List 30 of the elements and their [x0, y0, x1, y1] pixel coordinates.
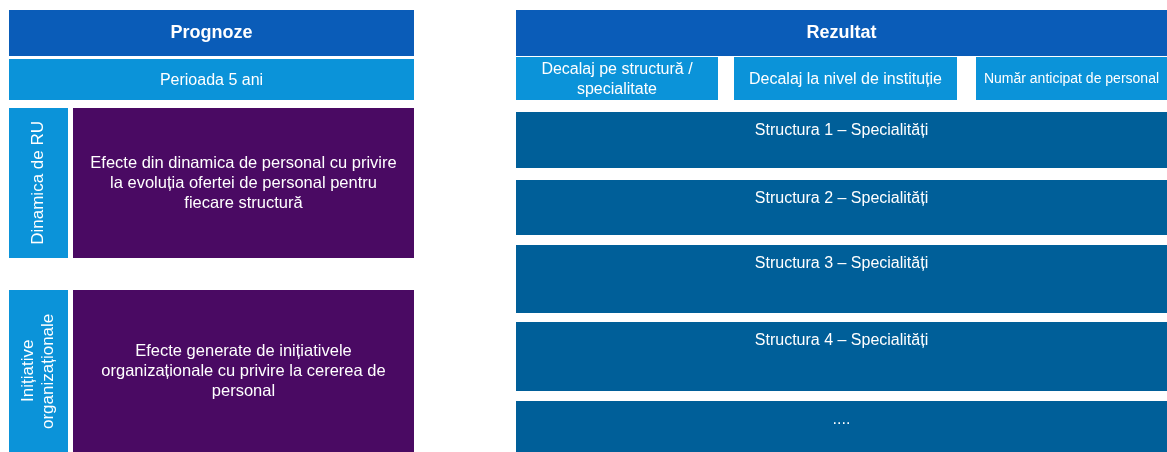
side-label-bar — [9, 290, 68, 452]
row-text: Structura 2 – Specialități — [753, 188, 930, 208]
row-bar — [516, 180, 1167, 235]
description-box — [73, 290, 414, 452]
column-header-text: Decalaj la nivel de instituție — [748, 68, 943, 89]
column-header — [516, 57, 718, 100]
row-bar — [516, 245, 1167, 313]
subheader-bar — [9, 59, 414, 100]
description-box — [73, 108, 414, 258]
side-label-text: Inițiative organizaționale — [18, 312, 59, 431]
column-header — [734, 57, 957, 100]
header-text: Prognoze — [169, 22, 254, 44]
description-text: Efecte generate de inițiativele organizaționale cu privire la cererea de personal — [100, 341, 387, 401]
row-text: Structura 4 – Specialități — [753, 330, 930, 350]
header-bar — [9, 10, 414, 56]
row-text: Structura 1 – Specialități — [753, 120, 930, 140]
row-text: Structura 3 – Specialități — [753, 253, 930, 273]
row-bar — [516, 322, 1167, 391]
row-text: .... — [831, 409, 852, 429]
column-header-text: Număr anticipat de personal — [982, 70, 1161, 87]
description-text: Efecte din dinamica de personal cu privire la evoluția ofertei de personal pentru fiecare structură — [89, 153, 398, 213]
subheader-text: Perioada 5 ani — [158, 69, 265, 90]
header-text: Rezultat — [805, 22, 878, 44]
side-label-text: Dinamica de RU — [28, 120, 49, 247]
header-bar — [516, 10, 1167, 56]
side-label-bar — [9, 108, 68, 258]
row-bar — [516, 401, 1167, 452]
column-header-text: Decalaj pe structură / specialitate — [540, 59, 694, 98]
row-bar — [516, 112, 1167, 168]
column-header — [976, 57, 1167, 100]
